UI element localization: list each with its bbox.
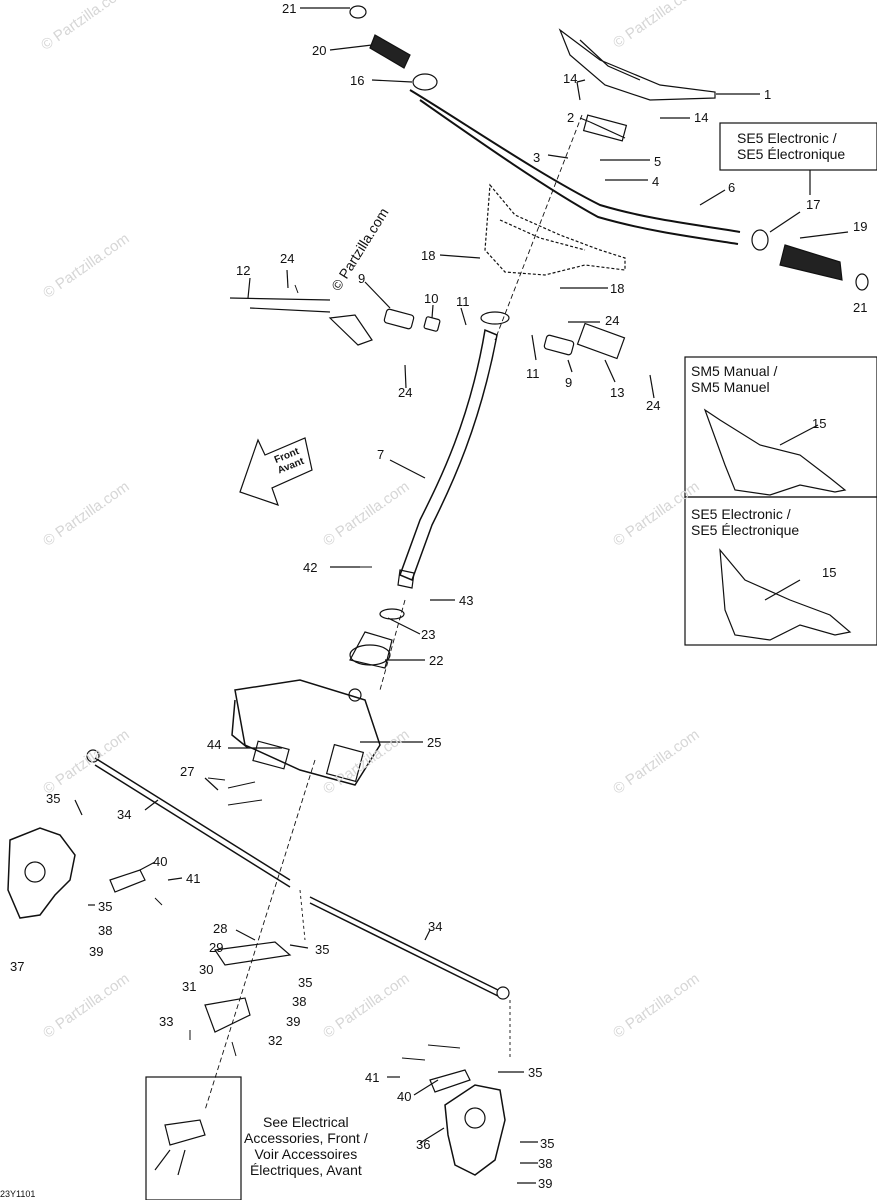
callout: 33 xyxy=(159,1014,174,1029)
callout: 35 xyxy=(46,791,61,806)
box-sm5-line2: SM5 Manuel xyxy=(691,379,770,395)
callout: 24 xyxy=(646,398,661,413)
callout: 35 xyxy=(315,942,330,957)
callout: 19 xyxy=(853,219,868,234)
callout: 4 xyxy=(652,174,660,189)
callout: 29 xyxy=(209,940,224,955)
callout: 30 xyxy=(199,962,214,977)
callout: 16 xyxy=(350,73,365,88)
callout: 20 xyxy=(312,43,327,58)
callout: 9 xyxy=(358,271,366,286)
callout: 3 xyxy=(533,150,541,165)
callout: 7 xyxy=(377,447,385,462)
callout: 18 xyxy=(421,248,436,263)
callout: 10 xyxy=(424,291,439,306)
callout: 21 xyxy=(282,1,297,16)
diagram-code: 23Y1101 xyxy=(0,1189,36,1199)
callout: 39 xyxy=(89,944,104,959)
callout: 40 xyxy=(153,854,168,869)
callout: 21 xyxy=(853,300,868,315)
callout: 42 xyxy=(303,560,318,575)
callout: 24 xyxy=(280,251,295,266)
note-line1: See Electrical xyxy=(263,1114,349,1130)
box-se5-title: SE5 Electronic / SE5 Électronique xyxy=(691,506,799,538)
callout: 17 xyxy=(806,197,821,212)
callout: 27 xyxy=(180,764,195,779)
note-line2: Accessories, Front / xyxy=(244,1130,368,1146)
callout: 25 xyxy=(427,735,442,750)
box-sm5-line1: SM5 Manual / xyxy=(691,363,778,379)
box-se5-line1: SE5 Electronic / xyxy=(691,506,791,522)
callout: 12 xyxy=(236,263,251,278)
callout: 15 xyxy=(812,416,827,431)
callout: 38 xyxy=(292,994,307,1009)
callout: 18 xyxy=(610,281,625,296)
callout: 24 xyxy=(605,313,620,328)
callout: 38 xyxy=(98,923,113,938)
box-sm5-title: SM5 Manual / SM5 Manuel xyxy=(691,363,777,395)
callout: 35 xyxy=(540,1136,555,1151)
callout: 41 xyxy=(365,1070,380,1085)
callout: 14 xyxy=(563,71,578,86)
callout: 11 xyxy=(456,294,470,309)
callout: 6 xyxy=(728,180,736,195)
callout: 2 xyxy=(567,110,575,125)
callout: 22 xyxy=(429,653,444,668)
callout: 39 xyxy=(286,1014,301,1029)
box-se5-line2: SE5 Électronique xyxy=(691,522,800,538)
callout: 13 xyxy=(610,385,625,400)
box-top-right-line2: SE5 Électronique xyxy=(737,146,846,162)
callout: 37 xyxy=(10,959,25,974)
box-top-right-title: SE5 Electronic / SE5 Électronique xyxy=(737,130,845,162)
callout: 28 xyxy=(213,921,228,936)
callout: 41 xyxy=(186,871,201,886)
callout: 31 xyxy=(182,979,197,994)
callout: 40 xyxy=(397,1089,412,1104)
note-line3: Voir Accessoires xyxy=(254,1146,358,1162)
callout: 15 xyxy=(822,565,837,580)
callout: 9 xyxy=(565,375,573,390)
callout: 5 xyxy=(654,154,662,169)
callout: 1 xyxy=(764,87,772,102)
callout: 35 xyxy=(528,1065,543,1080)
callout: 43 xyxy=(459,593,474,608)
callout: 34 xyxy=(117,807,132,822)
callout: 14 xyxy=(694,110,709,125)
callout: 39 xyxy=(538,1176,553,1191)
callout: 23 xyxy=(421,627,436,642)
callout: 44 xyxy=(207,737,222,752)
note-electrical-accessories: See Electrical Accessories, Front / Voir… xyxy=(244,1114,368,1178)
callout: 36 xyxy=(416,1137,431,1152)
callout: 24 xyxy=(398,385,413,400)
callout: 35 xyxy=(298,975,313,990)
callout: 38 xyxy=(538,1156,553,1171)
callout: 34 xyxy=(428,919,443,934)
note-line4: Électriques, Avant xyxy=(249,1162,362,1178)
callout: 11 xyxy=(526,366,540,381)
callout: 35 xyxy=(98,899,113,914)
callout: 32 xyxy=(268,1033,283,1048)
box-top-right-line1: SE5 Electronic / xyxy=(737,130,837,146)
